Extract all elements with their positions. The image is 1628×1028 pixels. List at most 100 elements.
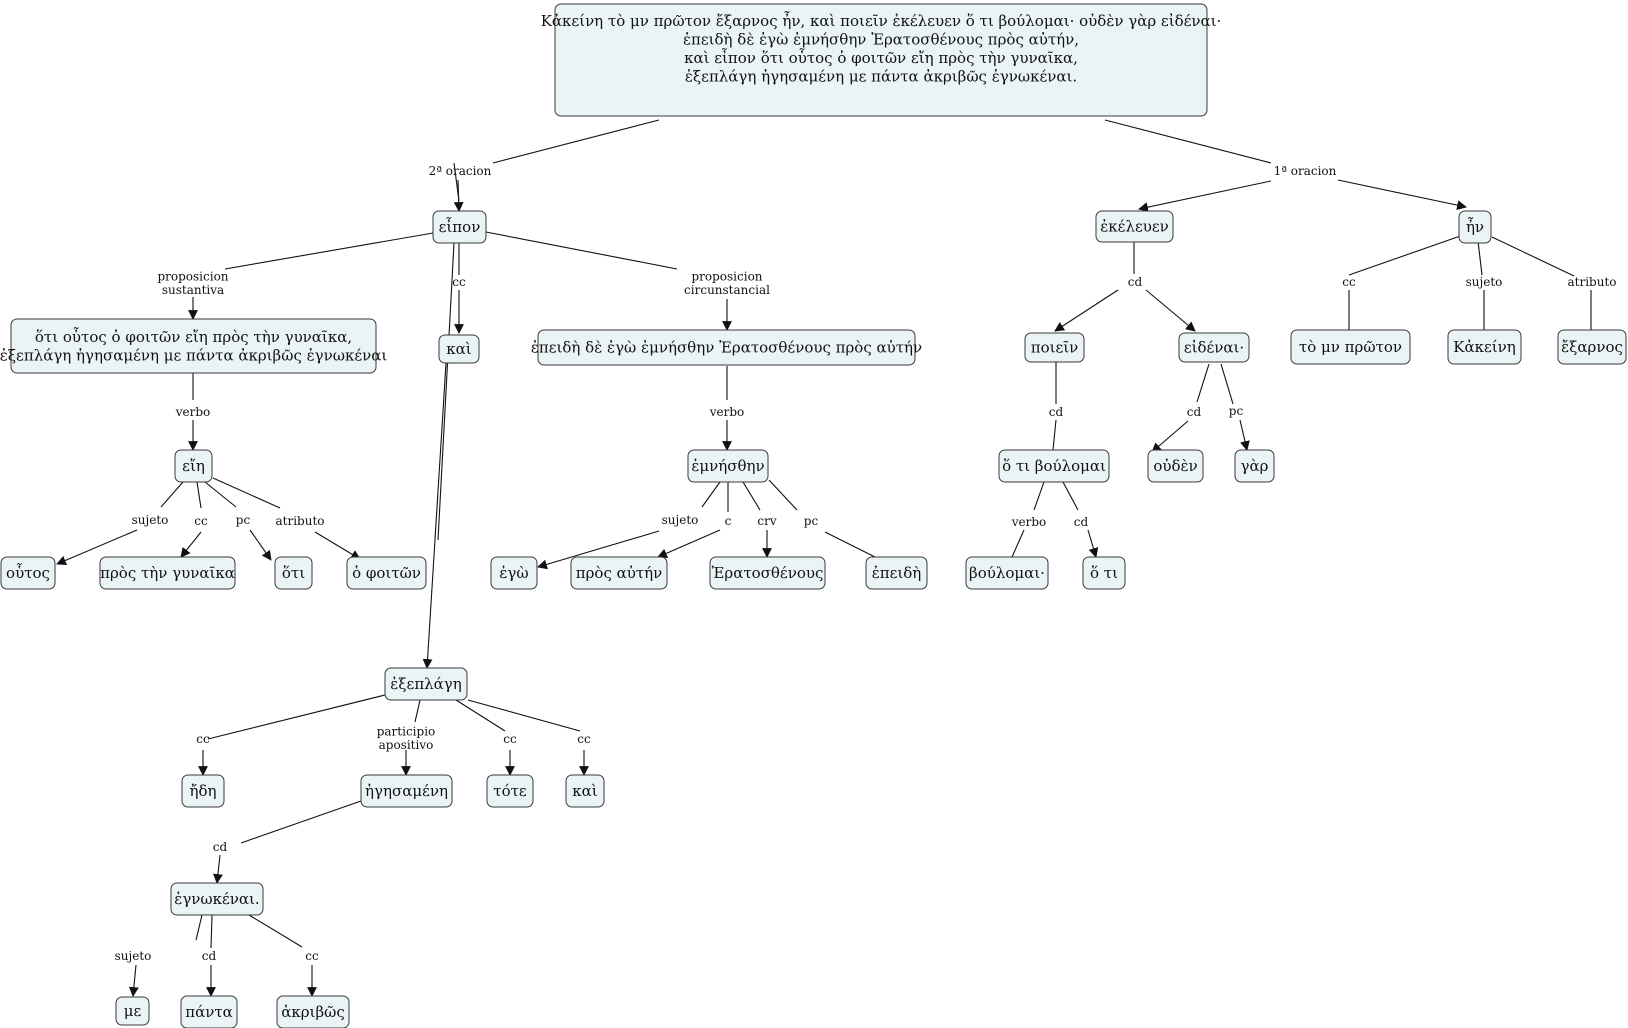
node-text: ἐξεπλάγη ἡγησαμένη με πάντα ἀκριβῶς ἐγνω… [685,68,1077,86]
node-emnesthen[interactable]: ἐμνήσθην [688,450,768,482]
connector-line [769,480,797,510]
node-text: ὁ φοιτῶν [352,564,421,582]
node-ho-phoiton[interactable]: ὁ φοιτῶν [347,557,426,589]
node-eie[interactable]: εἴη [175,450,212,482]
relation-label: pc [236,513,251,527]
connector-line [1492,237,1574,276]
node-hegesamene[interactable]: ἡγησαμένη [361,775,452,807]
connector-line [1055,290,1118,331]
connector-line [315,532,360,559]
node-hoti-proposition[interactable]: ὅτι οὗτος ὁ φοιτῶν εἴη πρὸς τὴν γυναῖκα,… [0,319,387,373]
node-eipon[interactable]: εἶπον [433,211,486,243]
node-text: ἀκριβῶς [281,1003,345,1021]
connector-line [1012,530,1024,557]
node-text: ὅ τι [1090,564,1118,582]
connector-line [486,232,677,269]
relation-label: pc [1229,404,1244,418]
node-text: εἶπον [439,217,481,236]
connector-line [181,532,201,557]
relation-label: apositivo [379,738,434,752]
node-gar[interactable]: γὰρ [1235,450,1274,482]
connector-line [1034,482,1044,510]
node-kakeine[interactable]: Κἀκείνη [1448,330,1521,364]
connector-line [161,482,183,507]
node-epeide[interactable]: ἐπειδὴ [866,557,927,589]
node-ede[interactable]: ἤδη [182,775,224,807]
connector-line [197,482,201,508]
connector-line [208,695,385,739]
connector-line [1053,420,1056,450]
node-akribos[interactable]: ἀκριβῶς [277,996,349,1028]
relation-label: participio [377,724,436,738]
node-hoti[interactable]: ὅτι [275,557,312,589]
node-houtos[interactable]: οὗτος [1,557,55,589]
node-exeplage[interactable]: ἐξεπλάγη [385,668,467,700]
connector-line [1349,234,1466,275]
node-eratosthenous[interactable]: Ἐρατοσθένους [710,557,825,589]
relation-label: cd [1187,405,1202,419]
node-exarnos[interactable]: ἔξαρνος [1558,330,1626,364]
node-text: ἐπειδὴ δὲ ἐγὼ ἐμνήσθην Ἐρατοσθένους πρὸς… [531,339,922,357]
node-ho-ti[interactable]: ὅ τι [1083,557,1125,589]
relation-label: circunstancial [684,283,770,297]
node-to-men-proton[interactable]: τὸ μ὎ν πρῶτον [1291,330,1410,364]
node-ego[interactable]: ἐγὼ [491,557,537,589]
node-text: οὗτος [6,563,50,582]
relation-label: verbo [1011,515,1047,529]
connector-line [196,915,202,940]
node-ouden[interactable]: οὐδὲν [1148,450,1203,482]
node-panta[interactable]: πάντα [181,996,237,1028]
relation-label: c [725,514,732,528]
relation-label: cd [213,840,228,854]
connector-line [458,180,459,211]
node-en[interactable]: ἦν [1459,211,1491,243]
node-poiein[interactable]: ποιεῖν [1025,333,1084,362]
node-eidenai[interactable]: εἰδέναι· [1179,333,1249,362]
node-text: ἐξεπλάγη [390,675,462,693]
node-tote[interactable]: τότε [487,775,533,807]
node-text: Κἀκείνη [1453,338,1515,356]
node-boulomai[interactable]: βούλομαι· [966,557,1048,589]
node-ekeleuen[interactable]: ἐκέλευεν [1096,211,1173,242]
relation-label: sujeto [662,513,699,527]
relation-label: verbo [175,405,211,419]
node-text: ἔξαρνος [1561,338,1623,356]
connector-line [456,700,505,731]
connector-line [493,120,659,163]
node-me[interactable]: με [116,997,149,1025]
node-kai-1[interactable]: καὶ [439,335,479,363]
connector-line [1139,181,1271,209]
connector-line [743,482,760,510]
node-text: ἐπειδὴ [872,564,922,582]
relation-label: cc [452,275,466,289]
connector-line [1105,120,1271,163]
node-text: ἦν [1466,217,1484,236]
node-text: ὅτι οὗτος ὁ φοιτῶν εἴη πρὸς τὴν γυναῖκα, [35,327,352,346]
node-text: γὰρ [1241,457,1269,475]
relation-label: sujeto [1466,275,1503,289]
connector-line [1152,421,1188,452]
connector-line [1088,530,1096,557]
connector-line [468,700,580,731]
sentence-root-node[interactable]: Κἀκείνη τὸ μ὎ν πρῶτον ἔξαρνος ἦν, καὶ πο… [541,4,1222,116]
connector-line [1221,364,1233,404]
node-pros-auten[interactable]: πρὸς αὐτήν [571,557,667,589]
node-ho-ti-boulomai[interactable]: ὅ τι βούλομαι [999,450,1109,482]
node-pros-ten-gynaika[interactable]: πρὸς τὴν γυναῖκα [100,557,235,589]
relation-label: cc [305,949,319,963]
node-text: βούλομαι· [969,564,1045,582]
node-text: ἐξεπλάγη ἡγησαμένη με πάντα ἀκριβῶς ἐγνω… [0,346,387,364]
node-text: Ἐρατοσθένους [712,564,824,582]
node-text: ἐγὼ [499,564,528,582]
relation-label: atributo [1567,275,1616,289]
relation-label: cc [1342,275,1356,289]
node-epeide-proposition[interactable]: ἐπειδὴ δὲ ἐγὼ ἐμνήσθην Ἐρατοσθένους πρὸς… [531,330,922,365]
connector-line [213,478,280,508]
relation-label: cd [202,949,217,963]
node-kai-2[interactable]: καὶ [566,775,604,807]
relation-label: crv [757,514,776,528]
connector-line [702,482,720,507]
connector-line [225,233,433,269]
node-egnokenai[interactable]: ἐγνωκέναι. [171,883,263,915]
